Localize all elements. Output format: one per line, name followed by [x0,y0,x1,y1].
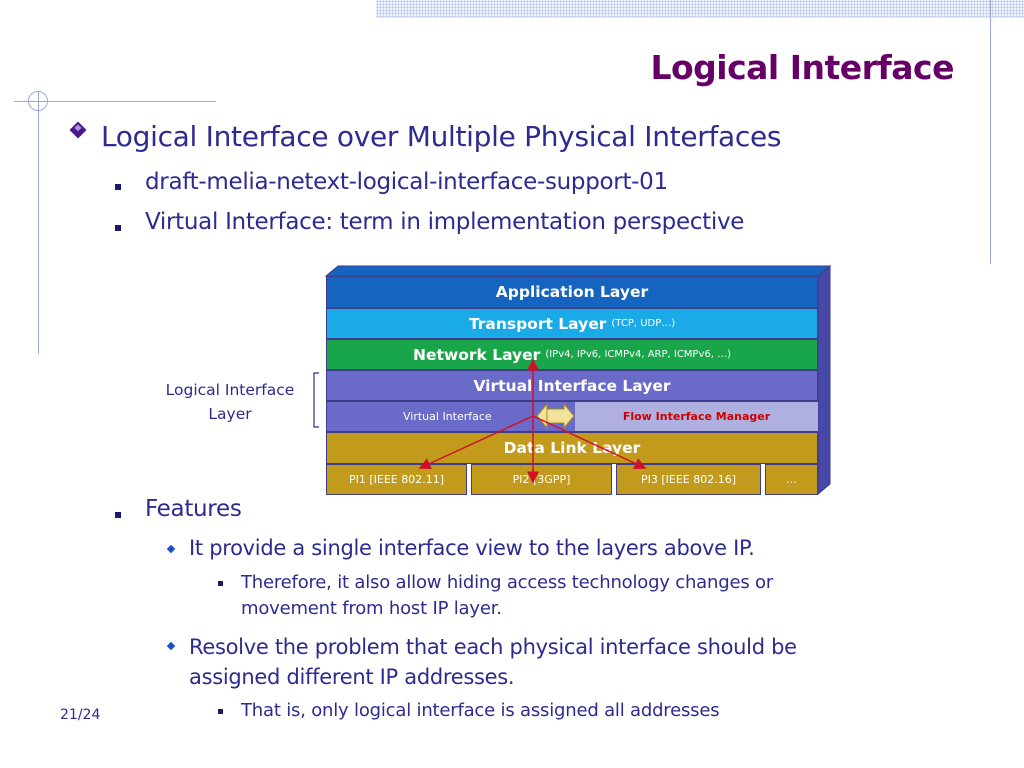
bullet-draft: draft-melia-netext-logical-interface-sup… [145,169,668,195]
diamond-bullet-icon [69,121,87,139]
decorative-line [38,92,39,354]
bracket-icon [313,372,319,428]
network-layer-detail: (IPv4, IPv6, ICMPv4, ARP, ICMPv6, …) [545,349,731,360]
application-layer: Application Layer [326,276,818,308]
flow-interface-manager-label: Flow Interface Manager [622,410,771,423]
diamond-bullet-icon [166,544,176,554]
data-link-layer-label: Data Link Layer [503,439,641,457]
arrow-to-pi1 [418,415,534,470]
virtual-interface-layer: Virtual Interface Layer [326,370,818,401]
square-bullet-icon [115,184,121,190]
bullet-hiding-changes: Therefore, it also allow hiding access t… [241,572,774,619]
bullet-features: Features [145,496,242,522]
logical-interface-layer-label: Logical Interface Layer [165,381,295,423]
decorative-line [14,101,216,102]
application-layer-label: Application Layer [495,283,649,301]
bullet-single-interface-view: It provide a single interface view to th… [189,536,755,560]
square-bullet-icon [218,581,223,586]
flow-interface-manager-box: Flow Interface Manager [575,402,818,431]
data-link-layer: Data Link Layer [326,432,818,464]
network-layer: Network Layer (IPv4, IPv6, ICMPv4, ARP, … [326,339,818,370]
square-bullet-icon [115,225,121,231]
diagram-arrows [418,358,647,484]
diagram-depth-faces [324,264,832,496]
decorative-line [990,0,991,264]
virtual-interface-row: Virtual Interface Flow Interface Manager [326,401,818,432]
decorative-dot-band [376,0,1024,18]
virtual-interface-label: Virtual Interface [403,410,492,423]
bullet-logical-interface-addresses: That is, only logical interface is assig… [241,700,720,721]
virtual-interface-layer-label: Virtual Interface Layer [473,376,671,395]
diamond-bullet-icon [166,641,176,651]
slide-title: Logical Interface [650,48,954,87]
bullet-resolve-problem: Resolve the problem that each physical i… [189,635,797,689]
decorative-circle [28,91,48,111]
physical-interface-2: PI2 [3GPP] [471,464,612,495]
network-layer-label: Network Layer [412,345,541,364]
bullet-virtual-interface: Virtual Interface: term in implementatio… [145,209,745,235]
physical-interface-3: PI3 [IEEE 802.16] [616,464,761,495]
transport-layer-label: Transport Layer [468,314,607,333]
transport-layer-detail: (TCP, UDP…) [611,318,676,329]
square-bullet-icon [115,512,121,518]
square-bullet-icon [218,709,223,714]
transport-layer: Transport Layer (TCP, UDP…) [326,308,818,339]
physical-interface-more: … [765,464,818,495]
page-number: 21/24 [60,707,101,723]
bullet-level1: Logical Interface over Multiple Physical… [101,120,782,153]
physical-interface-1: PI1 [IEEE 802.11] [326,464,467,495]
arrow-to-pi3 [532,415,647,470]
